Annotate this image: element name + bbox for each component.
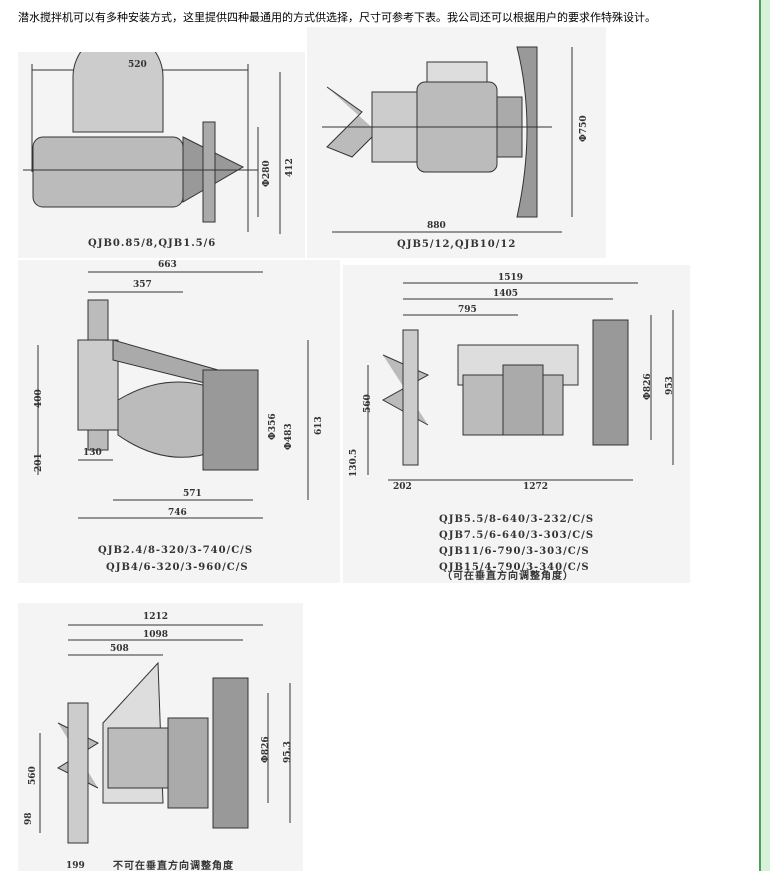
dim-400: 400 [34,389,44,408]
figure-caption: QJB5/12,QJB10/12 [397,239,517,250]
dim-560: 560 [28,766,38,785]
dim-d483: Φ483 [284,423,294,450]
mixer-drawing-5 [39,624,291,844]
right-sidebar-border [759,0,770,871]
dim-508: 508 [110,644,129,654]
dim-202: 202 [393,482,412,492]
figure-caption: 不可在垂直方向调整角度 [113,861,234,871]
figure-qjb5: Φ750 880 QJB5/12,QJB10/12 [307,27,606,258]
figure-caption-1: QJB5.5/8-640/3-232/C/S [439,514,595,525]
mixer-drawing-3 [37,271,309,519]
figure-caption-2: QJB4/6-320/3-960/C/S [106,562,249,573]
dim-diameter: Φ280 [262,160,272,187]
mixer-drawing-4 [367,282,674,481]
figure-qjb0-85: 520 Φ280 412 QJB0.85/8,QJB1.5/6 [18,52,305,258]
mixer-drawing-1 [23,52,281,234]
figure-caption-4: QJB15/4-790/3-340/C/S [439,562,590,573]
intro-text: 潜水搅拌机可以有多种安装方式，这里提供四种最通用的方式供选择，尺寸可参考下表。我… [18,11,656,24]
dim-1519: 1519 [498,273,524,283]
dim-571: 571 [183,489,202,499]
dim-1405: 1405 [493,289,519,299]
dim-746: 746 [168,508,187,518]
dim-795: 795 [458,305,477,315]
figure-caption-1: QJB2.4/8-320/3-740/C/S [98,545,254,556]
mixer-drawing-2 [322,46,573,233]
figure-4-note: （可在垂直方向调整角度） [442,571,574,582]
dim-length: 520 [128,60,147,70]
dim-1212: 1212 [143,612,169,622]
dim-199: 199 [66,861,85,871]
dim-613: 613 [314,416,324,435]
dim-height: 412 [285,158,295,177]
figure-caption-3: QJB11/6-790/3-303/C/S [439,546,590,557]
dim-953: 953 [665,376,675,395]
figure-qjb2-4: 663 357 400 201 130 Φ356 Φ483 613 571 74… [18,260,340,583]
dim-953: 95.3 [283,741,293,763]
dim-130-5: 130.5 [349,448,359,477]
dim-98: 98 [24,812,34,825]
dim-357: 357 [133,280,152,290]
figure-fixed: 1212 1098 508 560 98 199 Φ826 95.3 不可在垂直… [18,603,303,871]
dim-1272: 1272 [523,482,549,492]
dim-d826: Φ826 [643,373,653,400]
dim-d356: Φ356 [268,413,278,440]
figure-caption: QJB0.85/8,QJB1.5/6 [88,238,217,249]
dim-201: 201 [34,453,44,472]
figure-qjb5-5: 1519 1405 795 560 130.5 202 1272 Φ826 95… [343,265,690,583]
dim-560: 560 [363,394,373,413]
dim-130: 130 [83,448,102,458]
dim-663: 663 [158,260,177,270]
dim-d826: Φ826 [261,736,271,763]
figure-caption-2: QJB7.5/6-640/3-303/C/S [439,530,595,541]
dim-length: 880 [427,221,446,231]
dim-diameter: Φ750 [579,115,589,142]
dim-1098: 1098 [143,630,169,640]
